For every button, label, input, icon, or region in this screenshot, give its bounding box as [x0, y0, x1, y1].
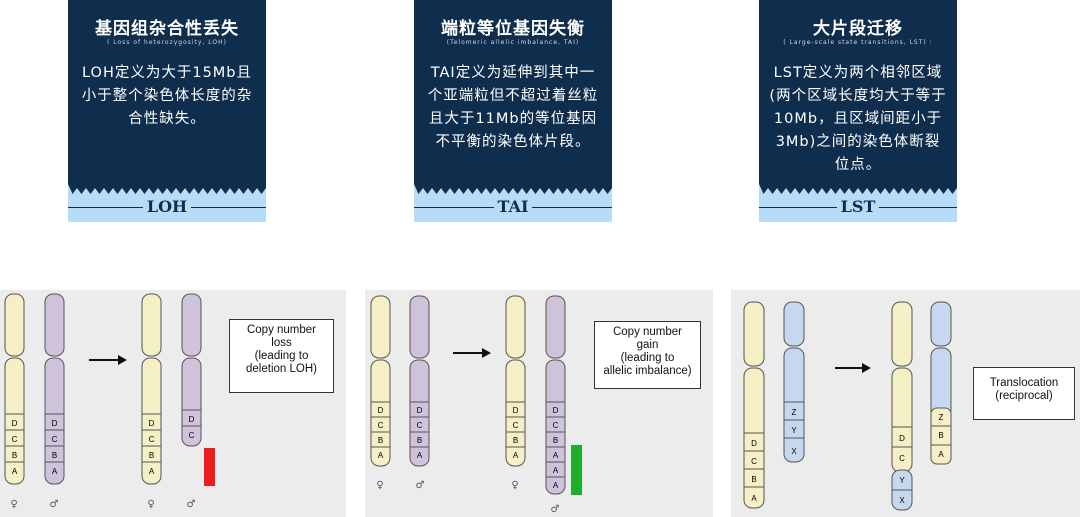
male-symbol: ♂: [50, 499, 59, 510]
svg-text:D: D: [12, 419, 18, 428]
chromosome-blue: ZY X: [783, 301, 805, 463]
svg-text:X: X: [899, 496, 905, 505]
svg-text:C: C: [189, 431, 195, 440]
card-label: TAI: [493, 197, 533, 216]
svg-text:C: C: [52, 435, 58, 444]
svg-text:Y: Y: [791, 426, 797, 435]
svg-text:C: C: [899, 454, 905, 463]
svg-text:Z: Z: [792, 408, 797, 417]
svg-text:C: C: [417, 421, 423, 430]
arrow-icon: [453, 348, 491, 358]
female-symbol: ♀: [511, 480, 518, 491]
svg-text:D: D: [513, 406, 519, 415]
card-title: 基因组杂合性丢失: [95, 19, 239, 39]
card-loh: 基因组杂合性丢失 ( Loss of heterozygosity, LOH) …: [68, 0, 266, 222]
svg-text:B: B: [12, 451, 17, 460]
svg-text:A: A: [751, 494, 757, 503]
svg-text:C: C: [149, 435, 155, 444]
chromosome-purple-after: DC: [181, 293, 202, 447]
card-description: LST定义为两个相邻区域(两个区域长度均大于等于10Mb，且区域间距小于3Mb)…: [769, 65, 947, 173]
card-label: LST: [836, 197, 880, 216]
svg-text:C: C: [553, 421, 559, 430]
card-title: 大片段迁移: [813, 19, 903, 39]
wave-border: [759, 184, 957, 196]
svg-text:A: A: [513, 451, 519, 460]
svg-text:A: A: [149, 467, 155, 476]
card-title: 端粒等位基因失衡: [441, 19, 585, 39]
female-symbol: ♀: [376, 480, 383, 491]
male-symbol: ♂: [551, 504, 560, 515]
svg-text:C: C: [751, 457, 757, 466]
svg-text:D: D: [899, 434, 905, 443]
svg-text:B: B: [751, 475, 756, 484]
svg-text:C: C: [12, 435, 18, 444]
svg-text:A: A: [553, 481, 559, 490]
annotation-box: Translocation (reciprocal): [973, 367, 1075, 420]
svg-text:D: D: [149, 419, 155, 428]
card-tai: 端粒等位基因失衡 (Telomeric allelic imbalance, T…: [414, 0, 612, 222]
male-symbol: ♂: [187, 499, 196, 510]
arrow-icon: [835, 363, 871, 373]
svg-text:B: B: [149, 451, 154, 460]
svg-text:C: C: [513, 421, 519, 430]
svg-text:A: A: [12, 467, 18, 476]
svg-text:D: D: [52, 419, 58, 428]
svg-text:B: B: [52, 451, 57, 460]
svg-text:B: B: [938, 431, 943, 440]
svg-text:D: D: [189, 415, 195, 424]
svg-text:A: A: [378, 451, 384, 460]
card-label: LOH: [142, 197, 192, 216]
gain-indicator: [571, 445, 582, 495]
card-description: LOH定义为大于15Mb且小于整个染色体长度的杂合性缺失。: [81, 65, 253, 127]
svg-text:X: X: [791, 447, 797, 456]
svg-text:A: A: [553, 451, 559, 460]
card-subtitle: ( Large-scale state transitions, LST) :: [783, 39, 933, 46]
chromosome-yellow-after: D C Y X: [891, 301, 913, 511]
svg-text:Y: Y: [899, 476, 905, 485]
female-symbol: ♀: [147, 499, 154, 510]
loss-indicator: [204, 448, 215, 486]
svg-text:C: C: [378, 421, 384, 430]
arrow-icon: [89, 355, 127, 365]
card-subtitle: ( Loss of heterozygosity, LOH): [107, 39, 227, 46]
card-lst: 大片段迁移 ( Large-scale state transitions, L…: [759, 0, 957, 222]
svg-text:B: B: [513, 436, 518, 445]
svg-text:D: D: [378, 406, 384, 415]
svg-text:D: D: [417, 406, 423, 415]
wave-border: [414, 184, 612, 196]
chromosome-purple-after: DCB AAA: [545, 295, 566, 495]
svg-text:A: A: [52, 467, 58, 476]
svg-text:D: D: [751, 439, 757, 448]
svg-text:A: A: [938, 450, 944, 459]
card-subtitle: (Telomeric allelic imbalance, TAI): [446, 39, 580, 46]
svg-text:Z: Z: [939, 413, 944, 422]
svg-text:A: A: [417, 451, 423, 460]
chromosome-yellow: DCB A: [743, 301, 765, 509]
wave-border: [68, 184, 266, 196]
annotation-box: Copy number loss (leading to deletion LO…: [229, 319, 334, 393]
male-symbol: ♂: [416, 480, 425, 491]
female-symbol: ♀: [10, 499, 17, 510]
chromosome-blue-after: ZB A: [930, 301, 952, 465]
annotation-box: Copy number gain (leading to allelic imb…: [594, 321, 701, 389]
svg-text:A: A: [553, 466, 559, 475]
svg-text:B: B: [378, 436, 383, 445]
svg-text:D: D: [553, 406, 559, 415]
card-description: TAI定义为延伸到其中一个亚端粒但不超过着丝粒且大于11Mb的等位基因不平衡的染…: [427, 65, 599, 150]
svg-text:B: B: [417, 436, 422, 445]
svg-text:B: B: [553, 436, 558, 445]
